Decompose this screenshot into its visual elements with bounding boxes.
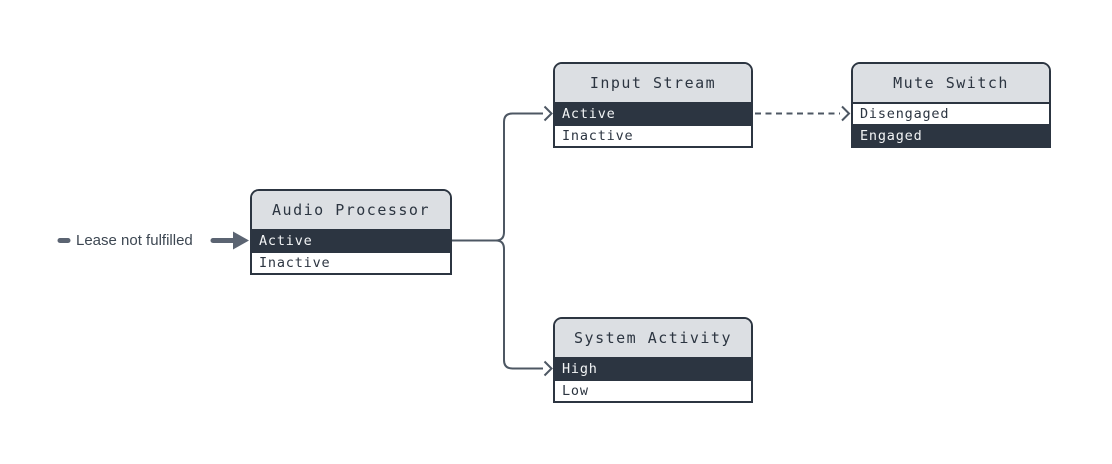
connector-audio-to-input bbox=[452, 112, 543, 242]
node-system-activity[interactable]: System Activity High Low bbox=[553, 317, 753, 403]
node-title: Mute Switch bbox=[853, 64, 1049, 102]
node-input-stream[interactable]: Input Stream Active Inactive bbox=[553, 62, 753, 148]
state-row-engaged: Engaged bbox=[853, 124, 1049, 146]
node-title: Input Stream bbox=[555, 64, 751, 102]
state-row-high: High bbox=[555, 357, 751, 379]
state-row-inactive: Inactive bbox=[555, 124, 751, 146]
arrowhead-into-system-activity bbox=[543, 360, 553, 377]
state-row-disengaged: Disengaged bbox=[853, 102, 1049, 124]
state-row-low: Low bbox=[555, 379, 751, 401]
arrowhead-into-mute-switch bbox=[841, 105, 851, 122]
node-audio-processor[interactable]: Audio Processor Active Inactive bbox=[250, 189, 452, 275]
node-title: Audio Processor bbox=[252, 191, 450, 229]
state-row-active: Active bbox=[555, 102, 751, 124]
arrow-right-icon bbox=[233, 231, 249, 250]
arrowhead-into-input-stream bbox=[543, 105, 553, 122]
connector-audio-to-system bbox=[452, 239, 543, 370]
state-row-active: Active bbox=[252, 229, 450, 251]
annotation-lease-not-fulfilled: Lease not fulfilled bbox=[76, 232, 193, 249]
node-mute-switch[interactable]: Mute Switch Disengaged Engaged bbox=[851, 62, 1051, 148]
state-row-inactive: Inactive bbox=[252, 251, 450, 273]
node-title: System Activity bbox=[555, 319, 751, 357]
